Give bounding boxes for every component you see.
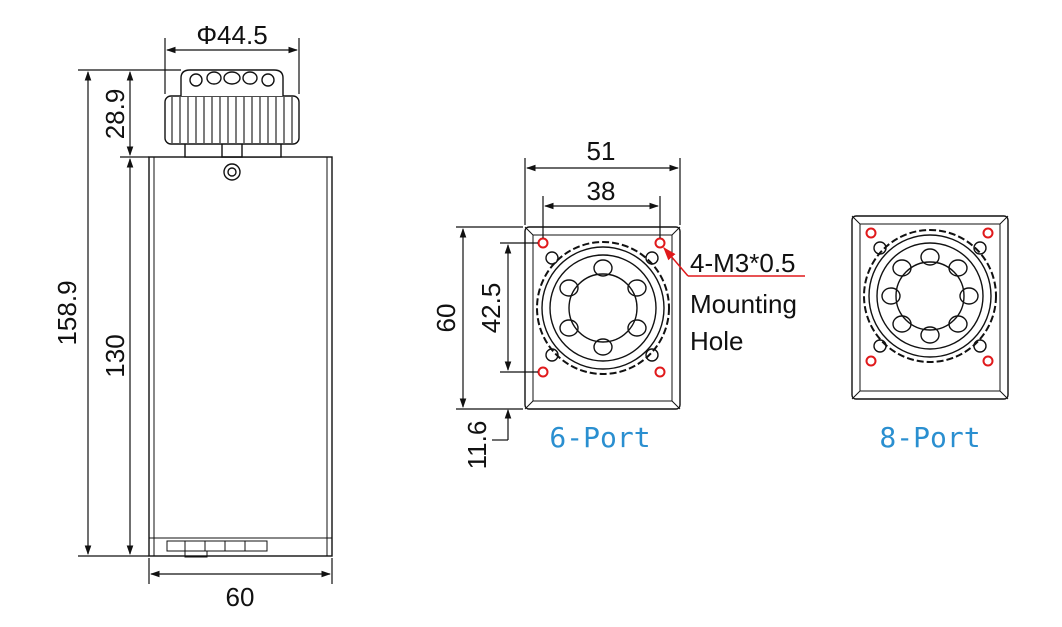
note-thread: 4-M3*0.5 xyxy=(690,248,796,278)
mounting-hole-marker xyxy=(654,366,666,378)
knob-knurl xyxy=(171,97,293,143)
six-port-holes xyxy=(559,259,647,356)
dim-knob-height: 28.9 xyxy=(100,89,130,140)
eight-port-view xyxy=(851,215,1009,400)
six-port-mounting-holes xyxy=(537,237,666,378)
note-hole: Hole xyxy=(690,326,743,356)
eight-port-mounting-holes xyxy=(865,227,994,367)
eight-port-knurl-ring xyxy=(863,229,997,363)
side-knob xyxy=(164,95,300,145)
top-screw-icon xyxy=(223,163,241,181)
mounting-hole-marker xyxy=(865,355,877,367)
eight-port-label: 8-Port xyxy=(879,421,980,454)
bottom-connector xyxy=(166,540,268,558)
six-port-knurl-ring xyxy=(536,241,670,375)
dim-width: 60 xyxy=(226,582,255,612)
dim-knob-diameter: Φ44.5 xyxy=(196,20,267,50)
dim-hole-spacing-x: 38 xyxy=(587,176,616,206)
dim-outer-width: 51 xyxy=(587,136,616,166)
mounting-hole-marker xyxy=(537,237,549,249)
dim-outer-height: 60 xyxy=(431,304,461,333)
mounting-hole-marker xyxy=(982,355,994,367)
six-port-dimensions xyxy=(456,158,681,441)
six-port-label: 6-Port xyxy=(549,421,650,454)
dim-body-height: 130 xyxy=(100,334,130,377)
note-mounting: Mounting xyxy=(690,289,797,319)
dim-total-height: 158.9 xyxy=(52,280,82,345)
mounting-hole-leader xyxy=(663,246,805,277)
side-body xyxy=(148,156,333,557)
dim-hole-offset: 11.6 xyxy=(462,421,492,470)
dim-hole-spacing-y: 42.5 xyxy=(476,283,506,334)
mounting-hole-marker xyxy=(537,366,549,378)
six-port-view xyxy=(524,226,681,410)
eight-port-holes xyxy=(881,248,979,344)
mounting-hole-marker xyxy=(865,227,877,239)
mounting-hole-marker xyxy=(654,237,666,249)
mounting-hole-marker xyxy=(982,227,994,239)
side-view xyxy=(148,69,333,558)
side-dimensions xyxy=(78,38,333,584)
